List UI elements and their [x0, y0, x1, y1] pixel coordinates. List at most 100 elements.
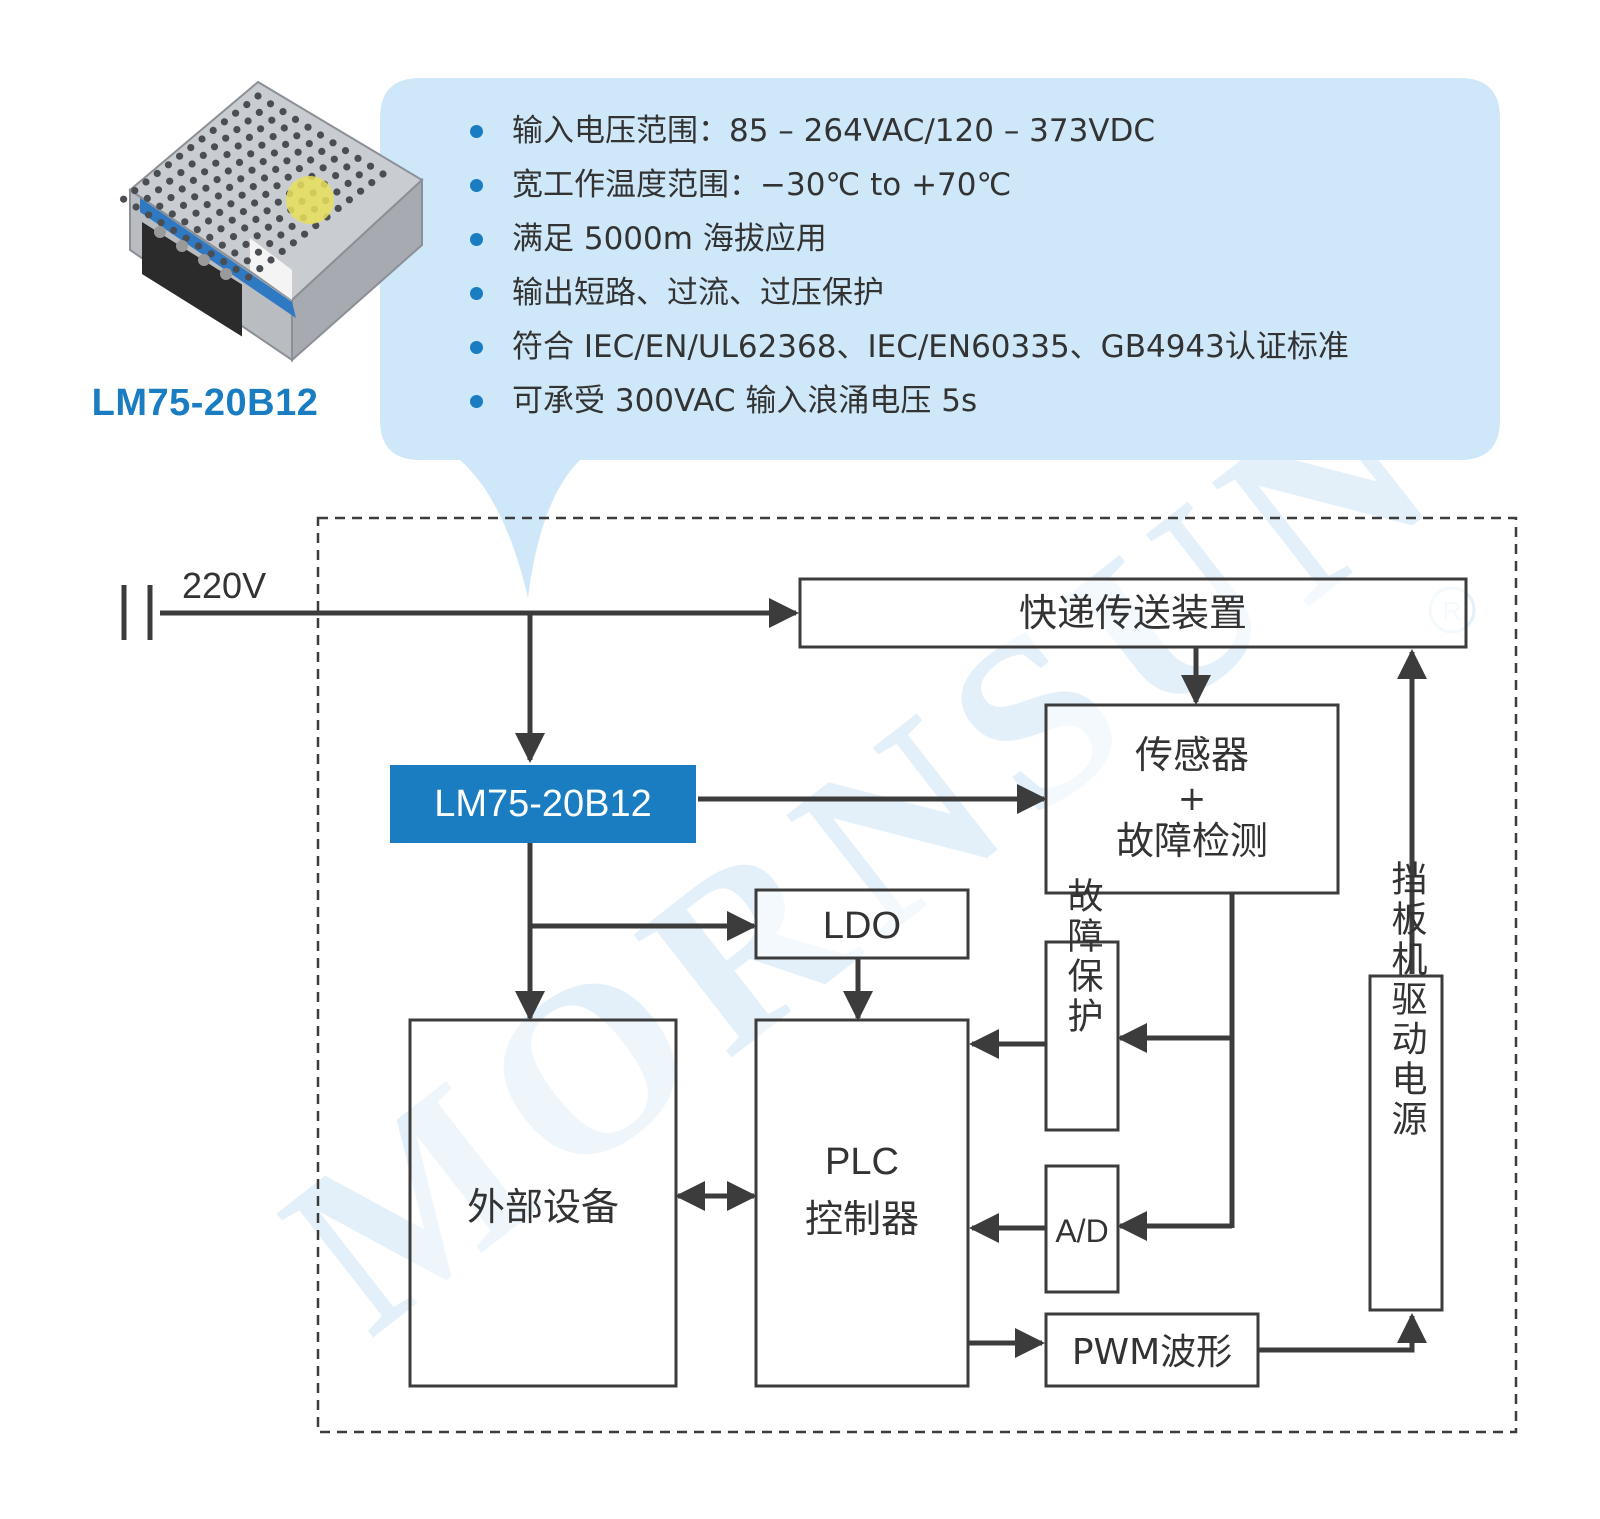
vent-hole — [167, 194, 175, 202]
terminal-block-icon — [142, 222, 242, 337]
vent-hole — [243, 257, 251, 265]
vent-hole — [270, 149, 278, 157]
spec-text: 符合 IEC/EN/UL62368、IEC/EN60335、GB4943认证标准 — [512, 329, 1349, 365]
spec-item: 可承受 300VAC 输入浪涌电压 5s — [470, 374, 1349, 428]
vent-hole — [201, 168, 209, 176]
vent-hole — [274, 198, 282, 206]
block-power-module: LM75-20B12 — [390, 765, 696, 843]
vent-hole — [234, 142, 242, 150]
line-pwm-to-baffle — [1258, 1313, 1427, 1353]
block-conveyor: 快递传送装置 — [798, 577, 1468, 649]
vent-hole — [294, 148, 302, 156]
vent-hole — [357, 187, 365, 195]
vent-hole — [242, 240, 250, 248]
system-boundary — [316, 516, 1518, 1434]
vent-hole — [368, 179, 376, 187]
vent-hole — [166, 177, 174, 185]
block-plc: PLC 控制器 — [754, 1018, 970, 1388]
vent-hole — [154, 186, 163, 194]
vent-hole — [228, 216, 236, 224]
vent-hole — [207, 250, 215, 258]
vent-hole — [305, 140, 313, 148]
vent-hole — [257, 125, 265, 133]
block-ad-label: A/D — [1055, 1213, 1108, 1249]
vent-hole — [153, 169, 161, 177]
block-external-label: 外部设备 — [467, 1185, 619, 1229]
block-sensor-line3: 故障检测 — [1116, 819, 1268, 863]
vent-hole — [259, 158, 267, 166]
vent-hole — [332, 172, 340, 180]
vent-hole — [272, 165, 280, 173]
vent-hole — [182, 234, 190, 242]
bullet-dot-icon — [470, 341, 483, 354]
bullet-dot-icon — [470, 395, 483, 408]
vent-hole — [295, 165, 303, 173]
vent-hole — [307, 156, 315, 164]
vent-hole — [199, 151, 207, 159]
vent-hole — [120, 195, 128, 203]
vent-hole — [254, 248, 263, 256]
connectors — [160, 598, 1427, 1358]
vent-hole — [280, 124, 288, 132]
spec-text: 宽工作温度范围：−30℃ to +70℃ — [512, 167, 1012, 203]
vent-hole — [142, 178, 150, 186]
spec-item: 满足 5000m 海拔应用 — [470, 212, 1349, 266]
vent-hole — [235, 158, 244, 166]
vent-hole — [223, 151, 231, 159]
vent-hole — [262, 190, 270, 198]
block-baffle-power-label: 挡板机驱动电源 — [1386, 860, 1427, 1140]
block-ad: A/D — [1044, 1164, 1120, 1294]
vent-hole — [204, 217, 213, 225]
vent-hole — [232, 265, 240, 273]
vent-hole — [343, 163, 351, 171]
vent-hole — [288, 222, 296, 230]
vent-hole — [333, 188, 341, 196]
vent-hole — [279, 108, 287, 116]
vent-hole — [345, 196, 353, 204]
block-ldo-label: LDO — [823, 905, 901, 947]
vent-hole — [268, 116, 276, 124]
block-sensor: 传感器 + 故障检测 — [1044, 703, 1340, 895]
vent-hole — [206, 233, 214, 241]
vent-hole — [355, 171, 363, 179]
spec-item: 输入电压范围：85 – 264VAC/120 – 373VDC — [470, 104, 1349, 158]
vent-hole — [226, 183, 234, 191]
block-conveyor-label: 快递传送装置 — [1019, 591, 1247, 635]
vent-hole — [178, 185, 186, 193]
vent-hole — [263, 207, 271, 215]
vent-hole — [276, 215, 284, 223]
block-plc-line2: 控制器 — [805, 1197, 919, 1241]
vent-hole — [195, 242, 203, 250]
vent-hole — [344, 179, 352, 187]
vent-hole — [289, 239, 297, 247]
bullet-dot-icon — [470, 287, 483, 300]
vent-hole — [216, 208, 224, 216]
vent-hole — [318, 147, 326, 155]
vent-hole — [301, 230, 309, 238]
input-voltage-label: 220V — [182, 565, 266, 606]
block-pwm: PWM波形 — [1044, 1312, 1260, 1388]
vent-hole — [168, 210, 176, 218]
vent-hole — [282, 140, 290, 148]
vent-hole — [232, 109, 240, 117]
bullet-dot-icon — [470, 179, 483, 192]
vent-hole — [131, 187, 139, 195]
vent-hole — [209, 126, 217, 134]
vent-hole — [181, 218, 189, 226]
vent-hole — [243, 101, 251, 109]
vent-hole — [258, 141, 266, 149]
vent-hole — [260, 174, 269, 182]
vent-hole — [269, 133, 277, 141]
vent-hole — [244, 117, 252, 125]
vent-hole — [251, 199, 259, 207]
vent-hole — [316, 131, 325, 139]
vent-hole — [379, 170, 387, 178]
vent-hole — [334, 204, 342, 212]
vent-hole — [176, 152, 184, 160]
spec-text: 满足 5000m 海拔应用 — [512, 221, 827, 257]
spec-item: 宽工作温度范围：−30℃ to +70℃ — [470, 158, 1349, 212]
vent-hole — [237, 175, 245, 183]
vent-hole — [229, 233, 238, 241]
vent-hole — [266, 100, 275, 108]
